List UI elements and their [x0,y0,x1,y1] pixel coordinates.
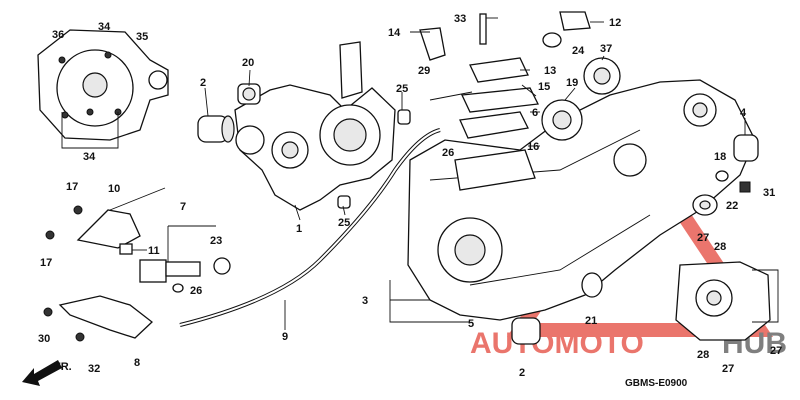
bracket-10 [45,205,141,255]
dowel-25 [337,109,411,209]
callout-4: 4 [740,107,747,119]
callout-11: 11 [148,245,160,257]
callout-13: 13 [544,65,556,77]
diagram-code: GBMS-E0900 [625,378,688,389]
left-crankcase [234,41,396,211]
seal-22 [692,194,718,216]
callout-21: 21 [585,315,597,327]
callout-18: 18 [714,151,726,163]
bearing-2-bottom [511,317,541,345]
right-cover [675,261,779,341]
callout-29: 29 [418,65,430,77]
callout-14: 14 [388,27,401,39]
callout-30: 30 [38,333,50,345]
callout-19: 19 [566,77,578,89]
callout-2-left: 2 [200,77,206,89]
bushing-4 [733,134,759,162]
callout-9: 9 [282,331,288,343]
leader-lines [109,17,746,330]
callout-27-bottom: 27 [722,363,734,375]
front-arrow: FR. [22,360,72,386]
bracket-8 [43,295,154,342]
callout-8: 8 [134,357,140,369]
callout-34-top: 34 [98,21,111,33]
callout-16: 16 [527,141,539,153]
callout-34-bottom: 34 [83,151,96,163]
callout-15: 15 [538,81,550,93]
callout-32: 32 [88,363,100,375]
bearing-2-left [197,115,235,143]
callout-25-top: 25 [396,83,408,95]
callout-33: 33 [454,13,466,25]
callout-26-top: 26 [442,147,454,159]
callout-31: 31 [763,187,775,199]
callout-28-top: 28 [714,241,726,253]
bolt-31 [739,181,751,193]
callout-37: 37 [600,43,612,55]
front-arrow-icon [22,360,62,386]
callout-26-bottom: 26 [190,285,202,297]
callout-24: 24 [572,45,585,57]
callout-5: 5 [468,318,474,330]
reed-valve-stack [419,11,591,191]
callout-36: 36 [52,29,64,41]
bearing-20 [237,83,261,105]
callout-22: 22 [726,200,738,212]
callout-6: 6 [532,107,538,119]
callout-1: 1 [296,223,302,235]
callout-27-right: 27 [770,345,782,357]
callout-7: 7 [180,201,186,213]
callout-17-bottom: 17 [40,257,52,269]
callout-25-bottom: 25 [338,217,350,229]
bearing-19 [541,99,583,141]
callout-35: 35 [136,31,148,43]
callout-17-top: 17 [66,181,78,193]
gear-assembly-7 [139,257,231,293]
callout-28-bottom: 28 [697,349,709,361]
front-label: FR. [54,361,72,373]
callout-12: 12 [609,17,621,29]
callout-2-bottom: 2 [519,367,525,379]
callout-23: 23 [210,235,222,247]
callout-10: 10 [108,183,120,195]
callout-labels: 1 2 2 3 4 5 6 7 8 9 10 11 12 13 14 15 16… [38,13,782,379]
washer-18 [715,170,729,182]
right-crankcase [407,79,756,321]
callout-3: 3 [362,295,368,307]
bearing-37 [583,57,621,95]
left-cover-assembly [37,29,169,149]
callout-27-top: 27 [697,232,709,244]
watermark-text-a: AUTOMOTO [470,327,644,360]
seal-21 [581,272,603,298]
callout-20: 20 [242,57,254,69]
